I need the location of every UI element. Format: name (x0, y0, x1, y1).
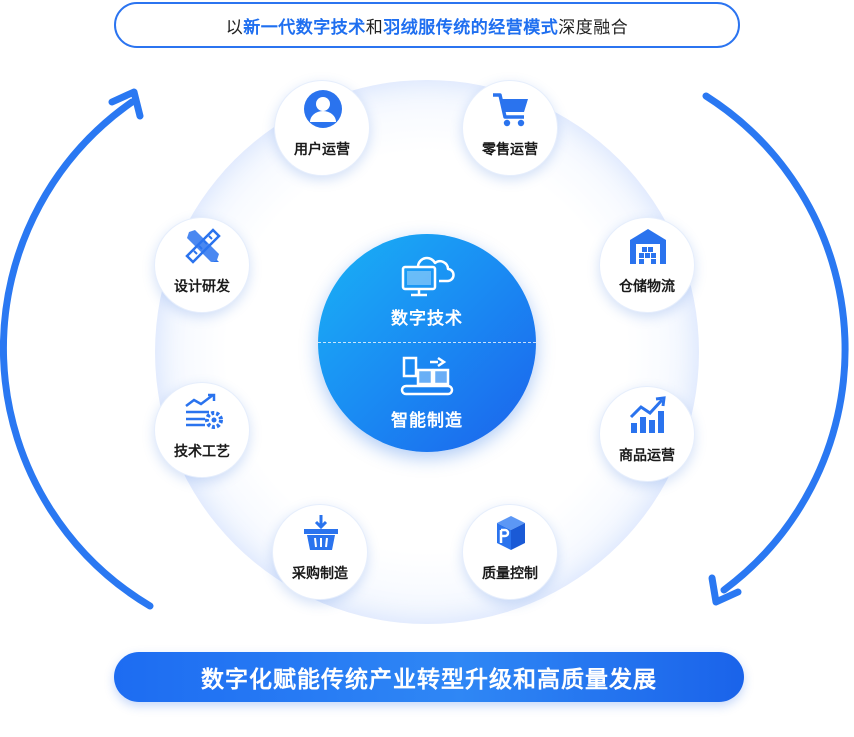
node-warehouse-logistics: 仓储物流 (599, 217, 695, 313)
node-label: 零售运营 (482, 142, 538, 158)
production-line-icon (400, 356, 454, 396)
header-text-2: 和 (365, 17, 384, 38)
user-icon (304, 90, 342, 128)
node-retail-operation: 零售运营 (462, 80, 558, 176)
node-label: 采购制造 (292, 566, 348, 582)
shopping-cart-icon (493, 93, 528, 127)
node-design-rd: 设计研发 (154, 217, 250, 313)
node-procurement-manufacturing: 采购制造 (272, 504, 368, 600)
center-top-label: 数字技术 (391, 309, 463, 329)
parking-box-icon (497, 516, 525, 550)
bar-chart-icon (629, 396, 666, 433)
center-bottom-label: 智能制造 (391, 411, 463, 431)
node-merchandise-operation: 商品运营 (599, 386, 695, 482)
ruler-pencil-icon (185, 228, 221, 264)
left-arrowhead-icon (108, 88, 144, 120)
node-user-operation: 用户运营 (274, 80, 370, 176)
node-label: 仓储物流 (619, 279, 675, 295)
basket-icon (304, 515, 338, 550)
header-text-3: 深度融合 (558, 17, 629, 38)
trend-gear-icon (185, 393, 223, 429)
header-highlight-1: 新一代数字技术 (243, 17, 366, 38)
node-label: 商品运营 (619, 448, 675, 464)
node-label: 技术工艺 (174, 444, 230, 460)
node-label: 质量控制 (482, 566, 538, 582)
right-arrowhead-icon (708, 574, 742, 606)
footer-banner: 数字化赋能传统产业转型升级和高质量发展 (114, 652, 744, 702)
footer-slogan: 数字化赋能传统产业转型升级和高质量发展 (201, 667, 657, 693)
left-cycle-arc (0, 98, 154, 610)
center-divider (318, 342, 536, 343)
header-banner: 以新一代数字技术和羽绒服传统的经营模式深度融合 (114, 2, 740, 48)
warehouse-icon (630, 229, 666, 264)
node-label: 用户运营 (294, 142, 350, 158)
cloud-computer-icon (401, 256, 455, 297)
header-text-1: 以 (225, 17, 244, 38)
center-circle: 数字技术 智能制造 (318, 234, 536, 452)
node-label: 设计研发 (174, 279, 230, 295)
node-quality-control: 质量控制 (462, 504, 558, 600)
header-highlight-2: 羽绒服传统的经营模式 (383, 17, 559, 38)
right-cycle-arc (702, 92, 849, 594)
node-technical-craft: 技术工艺 (154, 382, 250, 478)
